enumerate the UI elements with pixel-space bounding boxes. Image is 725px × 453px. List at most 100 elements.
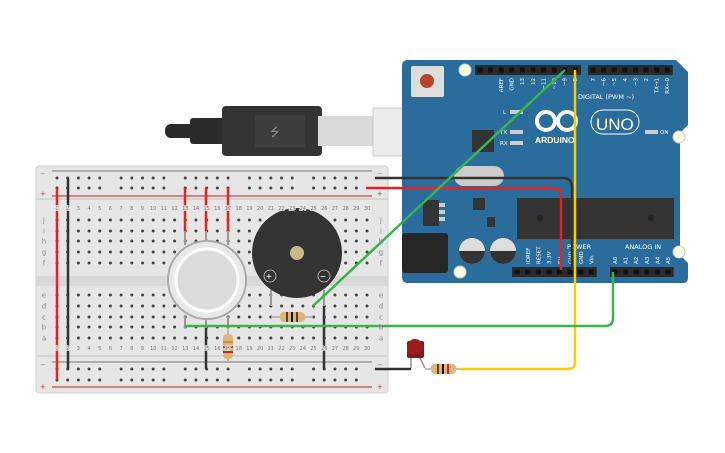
breadboard-hole[interactable] [98, 239, 102, 243]
rail-hole[interactable] [344, 378, 348, 382]
breadboard-hole[interactable] [354, 229, 358, 233]
rail-hole[interactable] [119, 367, 123, 371]
rail-hole[interactable] [162, 378, 166, 382]
arduino-uno[interactable]: ARDUINO UNO L TX RX ON DIGITAL (PWM ~) P… [402, 60, 688, 283]
rail-hole[interactable] [87, 378, 91, 382]
breadboard-hole[interactable] [130, 229, 134, 233]
rail-hole[interactable] [151, 367, 155, 371]
rail-hole[interactable] [130, 186, 134, 190]
breadboard-hole[interactable] [344, 250, 348, 254]
rail-hole[interactable] [333, 367, 337, 371]
breadboard-hole[interactable] [141, 304, 145, 308]
breadboard-hole[interactable] [108, 336, 112, 340]
header-pin[interactable] [654, 269, 660, 275]
rail-hole[interactable] [87, 367, 91, 371]
breadboard-hole[interactable] [151, 336, 155, 340]
breadboard-hole[interactable] [87, 229, 91, 233]
rail-hole[interactable] [258, 367, 262, 371]
header-pin[interactable] [612, 269, 618, 275]
header-pin[interactable] [643, 67, 649, 73]
breadboard-hole[interactable] [130, 239, 134, 243]
breadboard-hole[interactable] [141, 336, 145, 340]
rail-hole[interactable] [183, 378, 187, 382]
breadboard-hole[interactable] [247, 261, 251, 265]
header-pin[interactable] [567, 269, 573, 275]
breadboard-hole[interactable] [365, 315, 369, 319]
rail-hole[interactable] [119, 186, 123, 190]
header-pin[interactable] [556, 269, 562, 275]
breadboard-hole[interactable] [344, 293, 348, 297]
rail-hole[interactable] [290, 378, 294, 382]
breadboard-hole[interactable] [151, 250, 155, 254]
breadboard-hole[interactable] [151, 261, 155, 265]
breadboard-hole[interactable] [119, 304, 123, 308]
rail-hole[interactable] [141, 176, 145, 180]
breadboard-hole[interactable] [98, 250, 102, 254]
rail-hole[interactable] [312, 176, 316, 180]
breadboard-hole[interactable] [344, 261, 348, 265]
breadboard-hole[interactable] [151, 304, 155, 308]
breadboard-hole[interactable] [76, 261, 80, 265]
rail-hole[interactable] [279, 378, 283, 382]
breadboard-hole[interactable] [258, 293, 262, 297]
breadboard-hole[interactable] [237, 315, 241, 319]
rail-hole[interactable] [312, 186, 316, 190]
header-pin[interactable] [590, 67, 596, 73]
header-pin[interactable] [519, 67, 525, 73]
breadboard-hole[interactable] [365, 336, 369, 340]
rail-hole[interactable] [215, 367, 219, 371]
breadboard-hole[interactable] [151, 293, 155, 297]
rail-hole[interactable] [322, 186, 326, 190]
breadboard-hole[interactable] [183, 336, 187, 340]
breadboard-hole[interactable] [162, 293, 166, 297]
rail-hole[interactable] [215, 176, 219, 180]
breadboard-hole[interactable] [98, 218, 102, 222]
breadboard-hole[interactable] [108, 239, 112, 243]
breadboard-hole[interactable] [130, 304, 134, 308]
breadboard-hole[interactable] [162, 261, 166, 265]
breadboard-hole[interactable] [98, 336, 102, 340]
rail-hole[interactable] [205, 378, 209, 382]
breadboard-hole[interactable] [290, 336, 294, 340]
breadboard-hole[interactable] [108, 315, 112, 319]
rail-hole[interactable] [151, 176, 155, 180]
wire-yellow-pin8[interactable] [460, 70, 577, 371]
breadboard-hole[interactable] [258, 315, 262, 319]
breadboard-hole[interactable] [119, 315, 123, 319]
breadboard-hole[interactable] [151, 315, 155, 319]
rail-hole[interactable] [333, 186, 337, 190]
header-pin[interactable] [530, 67, 536, 73]
header-pin[interactable] [644, 269, 650, 275]
breadboard-hole[interactable] [344, 229, 348, 233]
rail-hole[interactable] [151, 186, 155, 190]
rail-hole[interactable] [344, 176, 348, 180]
wire-green-pin9[interactable] [312, 69, 566, 307]
breadboard-hole[interactable] [98, 315, 102, 319]
rail-hole[interactable] [258, 176, 262, 180]
rail-hole[interactable] [76, 176, 80, 180]
breadboard-hole[interactable] [87, 250, 91, 254]
breadboard-hole[interactable] [365, 229, 369, 233]
breadboard-hole[interactable] [247, 218, 251, 222]
rail-hole[interactable] [66, 378, 70, 382]
breadboard-hole[interactable] [258, 336, 262, 340]
breadboard-hole[interactable] [237, 218, 241, 222]
breadboard-hole[interactable] [141, 325, 145, 329]
rail-hole[interactable] [269, 176, 273, 180]
breadboard-hole[interactable] [354, 218, 358, 222]
rail-hole[interactable] [141, 378, 145, 382]
breadboard-hole[interactable] [354, 239, 358, 243]
breadboard-hole[interactable] [87, 261, 91, 265]
breadboard-hole[interactable] [173, 325, 177, 329]
breadboard-hole[interactable] [87, 315, 91, 319]
breadboard-hole[interactable] [151, 218, 155, 222]
rail-hole[interactable] [269, 378, 273, 382]
breadboard-hole[interactable] [173, 250, 177, 254]
header-pin[interactable] [541, 67, 547, 73]
breadboard-hole[interactable] [162, 325, 166, 329]
rail-hole[interactable] [312, 367, 316, 371]
breadboard-hole[interactable] [365, 218, 369, 222]
breadboard-hole[interactable] [344, 218, 348, 222]
breadboard-hole[interactable] [247, 229, 251, 233]
breadboard-hole[interactable] [108, 304, 112, 308]
